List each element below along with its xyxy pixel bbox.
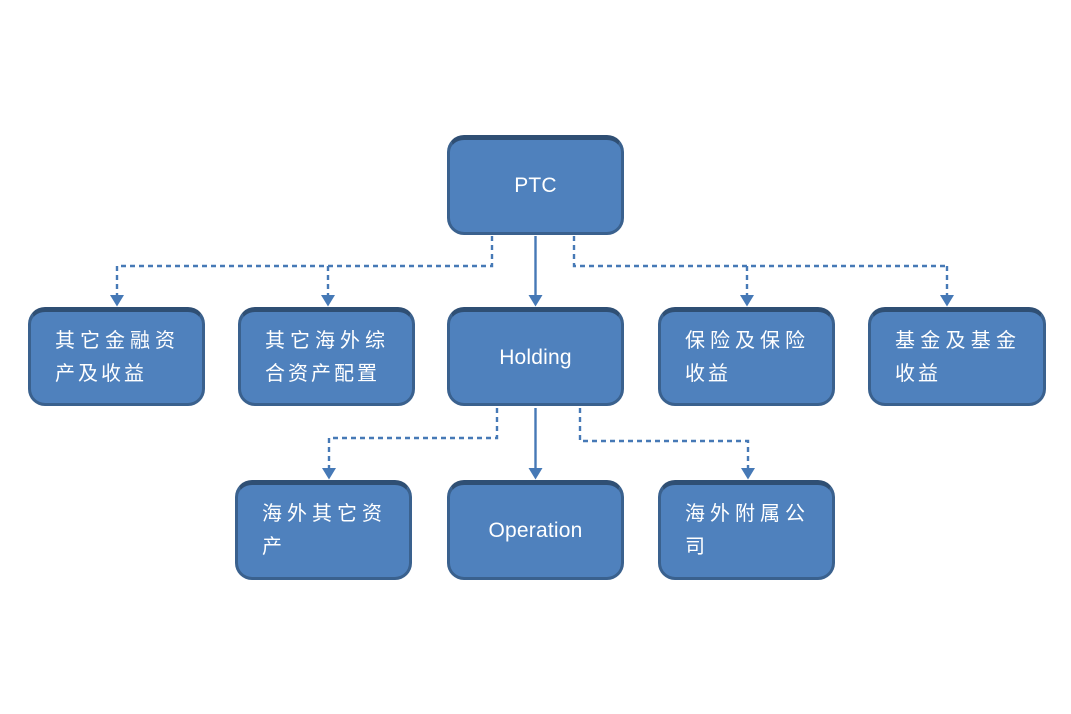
node-overseas-other-assets: 海外其它资产 bbox=[235, 480, 412, 580]
node-overseas-comprehensive-allocation-label: 其它海外综合资产配置 bbox=[265, 329, 388, 385]
node-other-financial-assets: 其它金融资产及收益 bbox=[28, 307, 205, 406]
connector-ptc-holding bbox=[528, 236, 543, 307]
connector-holding-operation bbox=[528, 408, 543, 480]
node-insurance-income-label: 保险及保险收益 bbox=[685, 329, 808, 385]
node-holding: Holding bbox=[447, 307, 624, 406]
node-ptc-label: PTC bbox=[514, 174, 557, 197]
connector-holding-overseas-other-assets bbox=[322, 408, 499, 480]
node-fund-income: 基金及基金收益 bbox=[868, 307, 1046, 406]
connector-holding-overseas-subsidiaries bbox=[578, 408, 755, 480]
node-overseas-other-assets-label: 海外其它资产 bbox=[262, 503, 385, 558]
node-ptc: PTC bbox=[447, 135, 624, 235]
node-operation-label: Operation bbox=[488, 519, 583, 542]
node-overseas-subsidiaries-label: 海外附属公司 bbox=[685, 503, 808, 558]
node-other-financial-assets-label: 其它金融资产及收益 bbox=[55, 329, 178, 385]
node-overseas-comprehensive-allocation: 其它海外综合资产配置 bbox=[238, 307, 415, 406]
node-operation: Operation bbox=[447, 480, 624, 580]
node-holding-label: Holding bbox=[499, 345, 572, 369]
node-overseas-subsidiaries: 海外附属公司 bbox=[658, 480, 835, 580]
connector-ptc-right-group bbox=[572, 236, 954, 307]
connector-ptc-left-group bbox=[110, 236, 494, 307]
node-fund-income-label: 基金及基金收益 bbox=[895, 329, 1019, 385]
node-insurance-income: 保险及保险收益 bbox=[658, 307, 835, 406]
